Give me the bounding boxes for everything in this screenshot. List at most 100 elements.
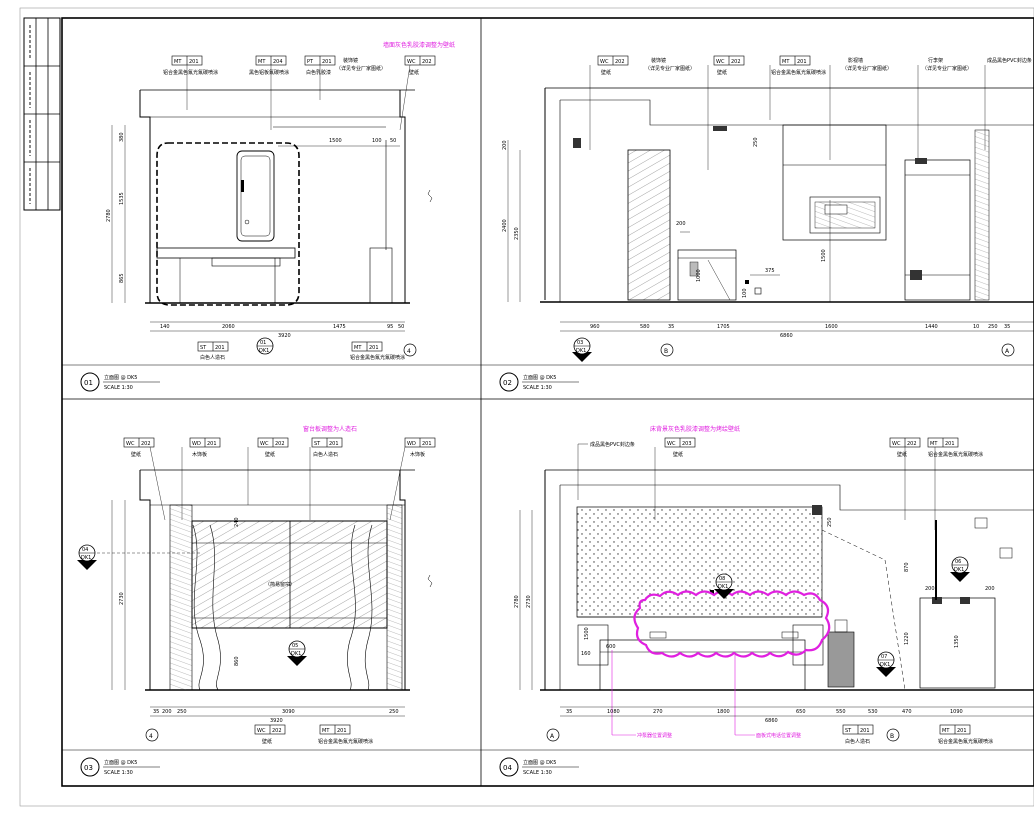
svg-text:壁纸: 壁纸 [409, 69, 419, 76]
svg-text:03: 03 [84, 764, 93, 772]
svg-text:02: 02 [503, 379, 512, 387]
svg-text:1535: 1535 [119, 192, 125, 205]
svg-text:壁纸: 壁纸 [601, 69, 611, 76]
svg-text:200: 200 [985, 586, 995, 592]
svg-text:立面图 @ DK5: 立面图 @ DK5 [104, 759, 138, 766]
svg-text:06: 06 [955, 559, 961, 565]
svg-text:1440: 1440 [925, 324, 938, 330]
svg-text:SCALE 1:30: SCALE 1:30 [523, 385, 552, 391]
svg-text:ST: ST [200, 345, 207, 351]
svg-text:2730: 2730 [526, 595, 532, 608]
svg-text:B: B [664, 348, 668, 355]
panel-01: 墙面灰色乳胶漆调整为壁纸 MT 201 铝合金黑色氟光氟碳喷涂 MT 204 黑… [80, 41, 455, 392]
section-mark-07: 07 DK1 [876, 651, 896, 677]
svg-text:2060: 2060 [222, 324, 235, 330]
svg-text:250: 250 [827, 517, 833, 527]
window-label: （简易窗帘） [265, 581, 295, 588]
svg-text:木饰板: 木饰板 [410, 451, 425, 458]
svg-text:铝合金黑色氟光氟碳喷涂: 铝合金黑色氟光氟碳喷涂 [938, 738, 993, 745]
svg-text:WC: WC [600, 59, 609, 65]
tag-wc202-p4: WC 202 壁纸 [889, 437, 921, 520]
svg-text:MT: MT [930, 441, 938, 447]
svg-text:202: 202 [907, 441, 917, 447]
tag-wc202-p3a: WC 202 壁纸 [123, 437, 166, 521]
svg-text:04: 04 [82, 547, 88, 553]
svg-text:1500: 1500 [329, 138, 342, 144]
panel-01-note: 墙面灰色乳胶漆调整为壁纸 [383, 41, 455, 49]
svg-text:2780: 2780 [106, 209, 112, 222]
panel-03-note: 窗台板调整为人造石 [303, 425, 357, 433]
svg-text:白色人造石: 白色人造石 [200, 354, 225, 361]
svg-text:SCALE 1:30: SCALE 1:30 [104, 770, 133, 776]
svg-text:1350: 1350 [954, 635, 960, 648]
svg-text:DK1: DK1 [81, 555, 91, 561]
svg-text:白色乳胶漆: 白色乳胶漆 [306, 69, 331, 76]
svg-text:200: 200 [502, 140, 508, 150]
svg-text:201: 201 [207, 441, 217, 447]
mirror-label-2: （详见专业厂家图纸） [336, 65, 386, 72]
svg-text:ST: ST [314, 441, 321, 447]
svg-text:白色人造石: 白色人造石 [845, 738, 870, 745]
svg-text:木饰板: 木饰板 [192, 451, 207, 458]
svg-text:DK1: DK1 [880, 662, 890, 668]
svg-text:201: 201 [957, 728, 967, 734]
svg-text:100: 100 [742, 288, 748, 298]
svg-text:270: 270 [653, 709, 663, 715]
svg-text:3920: 3920 [270, 718, 283, 724]
svg-text:201: 201 [189, 59, 199, 65]
svg-text:1090: 1090 [950, 709, 963, 715]
svg-text:WC: WC [407, 59, 416, 65]
svg-text:6860: 6860 [780, 333, 793, 339]
svg-text:1220: 1220 [904, 632, 910, 645]
svg-text:140: 140 [160, 324, 170, 330]
svg-text:10: 10 [973, 324, 979, 330]
panel-04-note: 床背景灰色乳胶漆调整为烤绘壁纸 [650, 425, 740, 433]
svg-text:PT: PT [307, 59, 314, 65]
svg-text:202: 202 [272, 728, 282, 734]
svg-text:铝合金黑色氟光氟碳喷涂: 铝合金黑色氟光氟碳喷涂 [350, 354, 405, 361]
svg-text:WC: WC [260, 441, 269, 447]
svg-text:WC: WC [892, 441, 901, 447]
svg-text:立面图 @ DK5: 立面图 @ DK5 [104, 374, 138, 381]
svg-text:MT: MT [258, 59, 266, 65]
section-mark-08: 08 DK1 [714, 573, 734, 599]
svg-text:DK1: DK1 [576, 348, 586, 354]
svg-text:3920: 3920 [278, 333, 291, 339]
svg-text:WC: WC [257, 728, 266, 734]
svg-text:100: 100 [372, 138, 382, 144]
svg-text:202: 202 [141, 441, 151, 447]
svg-text:行李架: 行李架 [928, 57, 943, 64]
tag-wc202-b: WC 202 壁纸 [707, 55, 745, 170]
annotation-phone-panel: 面板式电话位置调整 [756, 732, 801, 739]
svg-text:860: 860 [234, 656, 240, 666]
svg-text:201: 201 [797, 59, 807, 65]
svg-text:1500: 1500 [584, 627, 590, 640]
svg-text:35: 35 [1004, 324, 1010, 330]
svg-text:铝合金黑色氟光氟碳喷涂: 铝合金黑色氟光氟碳喷涂 [318, 738, 373, 745]
svg-text:250: 250 [389, 709, 399, 715]
tag-mt201-p3-bottom: MT 201 铝合金黑色氟光氟碳喷涂 [318, 724, 373, 745]
svg-text:201: 201 [329, 441, 339, 447]
grid-marker-a: A [1001, 343, 1015, 357]
svg-text:240: 240 [234, 517, 240, 527]
svg-text:SCALE 1:30: SCALE 1:30 [523, 770, 552, 776]
svg-text:580: 580 [640, 324, 650, 330]
svg-text:35: 35 [566, 709, 572, 715]
svg-text:WD: WD [407, 441, 416, 447]
svg-text:DK1: DK1 [718, 584, 728, 590]
svg-text:ST: ST [845, 728, 852, 734]
svg-text:1600: 1600 [825, 324, 838, 330]
svg-text:SCALE 1:30: SCALE 1:30 [104, 385, 133, 391]
svg-text:2350: 2350 [514, 227, 520, 240]
svg-text:530: 530 [868, 709, 878, 715]
svg-text:A: A [1005, 348, 1010, 355]
tag-wc202-a: WC 202 壁纸 [589, 55, 629, 150]
svg-text:03: 03 [577, 340, 583, 346]
tag-mt201-p4-bottom: MT 201 铝合金黑色氟光氟碳喷涂 [938, 724, 993, 745]
svg-text:壁纸: 壁纸 [673, 451, 683, 458]
svg-text:3090: 3090 [282, 709, 295, 715]
panel-04-title: 04 立面图 @ DK5 SCALE 1:30 [499, 757, 579, 777]
svg-text:壁纸: 壁纸 [897, 451, 907, 458]
svg-text:DK1: DK1 [954, 567, 964, 573]
